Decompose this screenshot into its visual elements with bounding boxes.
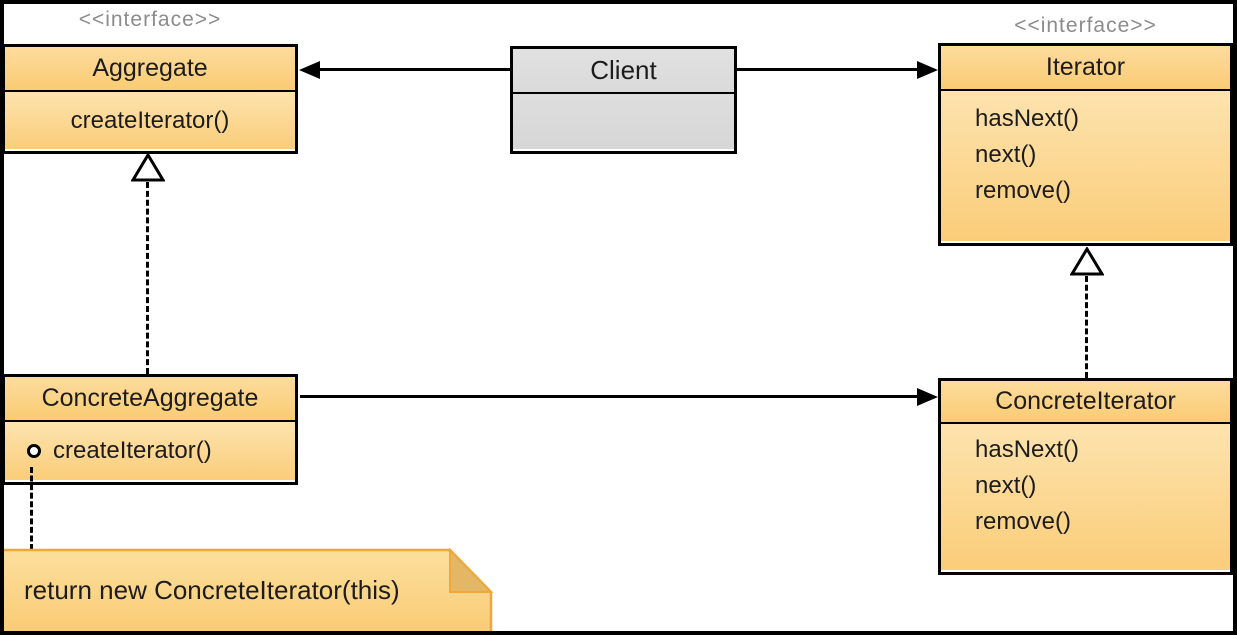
method-aggregate-createiterator: createIterator()	[5, 92, 295, 149]
method-iterator-next: next()	[975, 141, 1037, 168]
method-concrete-iterator-next: next()	[975, 472, 1037, 499]
method-iterator-remove: remove()	[975, 177, 1072, 204]
class-box-concrete-iterator: ConcreteIterator hasNext() next() remove…	[938, 378, 1233, 575]
class-body-concrete-iterator: hasNext() next() remove()	[941, 424, 1230, 570]
class-body-concrete-aggregate: createIterator()	[5, 422, 295, 480]
note-anchor-circle-icon	[27, 444, 41, 458]
stereotype-label-left: <<interface>>	[78, 8, 222, 31]
class-name-aggregate: Aggregate	[5, 47, 295, 92]
class-body-client-empty	[513, 94, 734, 149]
stereotype-label-right: <<interface>>	[1014, 14, 1157, 37]
realization-dashed-line	[146, 182, 149, 374]
hollow-triangle-icon	[131, 153, 165, 182]
association-line	[300, 395, 920, 398]
method-iterator-hasnext: hasNext()	[975, 105, 1080, 132]
class-body-iterator: hasNext() next() remove()	[941, 91, 1230, 241]
class-name-iterator: Iterator	[941, 46, 1230, 91]
method-concrete-aggregate-createiterator: createIterator()	[53, 437, 212, 464]
realization-dashed-line	[1085, 276, 1088, 378]
note-text: return new ConcreteIterator(this)	[24, 575, 400, 605]
method-concrete-iterator-remove: remove()	[975, 508, 1072, 535]
hollow-triangle-icon	[1070, 247, 1104, 276]
class-name-concrete-iterator: ConcreteIterator	[941, 381, 1230, 424]
arrowhead-right-icon	[917, 61, 938, 79]
arrowhead-left-icon	[299, 61, 320, 79]
class-name-client: Client	[513, 49, 734, 94]
association-line	[316, 68, 510, 71]
class-box-concrete-aggregate: ConcreteAggregate createIterator()	[2, 374, 298, 485]
arrowhead-right-icon	[917, 388, 938, 406]
note-connector-dashed-line	[30, 467, 33, 550]
class-box-aggregate: Aggregate createIterator()	[2, 44, 298, 154]
method-concrete-iterator-hasnext: hasNext()	[975, 436, 1080, 463]
association-line	[737, 68, 920, 71]
class-name-concrete-aggregate: ConcreteAggregate	[5, 377, 295, 422]
note-fold-corner-icon	[449, 548, 494, 593]
class-box-client: Client	[510, 46, 737, 154]
class-box-iterator: Iterator hasNext() next() remove()	[938, 43, 1233, 246]
note-shape	[0, 548, 494, 635]
